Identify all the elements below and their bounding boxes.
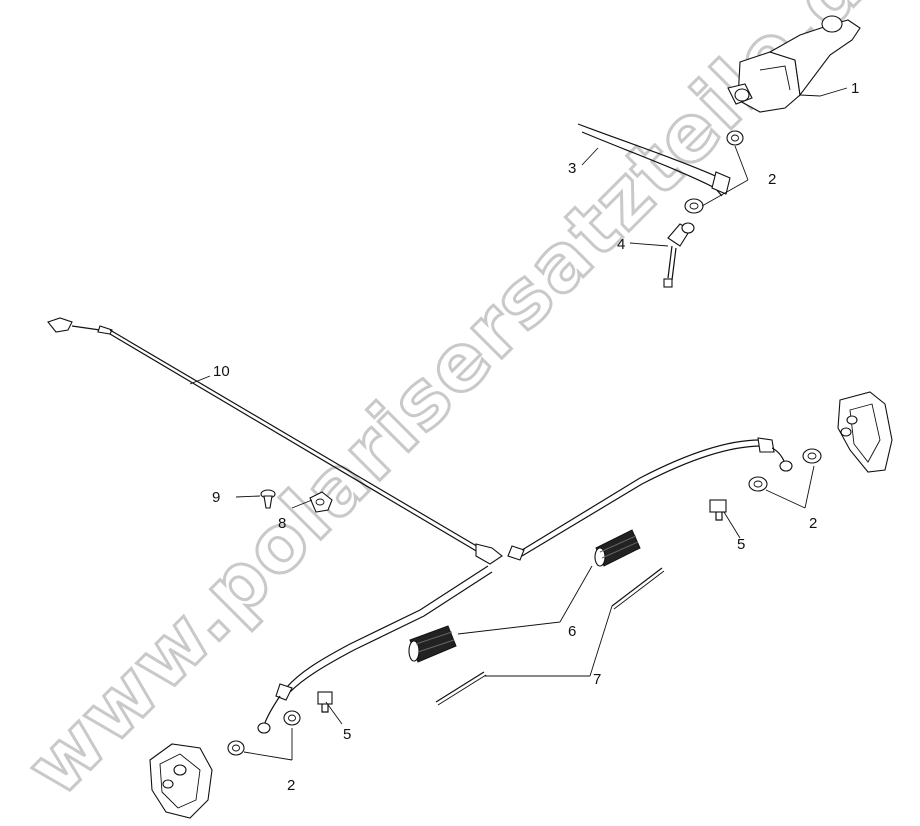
callout-2-left: 2 [287, 777, 295, 794]
callout-4: 4 [617, 236, 625, 253]
callout-1: 1 [851, 80, 859, 97]
pin-2 [435, 671, 485, 703]
bolt-right [709, 499, 727, 521]
callout-7: 7 [593, 671, 601, 688]
watermark: www.polarisersatzteile.de [10, 0, 920, 813]
brake-pad-1 [594, 529, 641, 567]
tee-fitting [475, 543, 503, 565]
washer-left-1 [283, 710, 301, 726]
callout-3: 3 [568, 160, 576, 177]
leader-lines [189, 87, 848, 761]
left-caliper [149, 743, 213, 819]
clip [309, 491, 333, 513]
callout-2-top: 2 [768, 171, 776, 188]
callout-6: 6 [568, 623, 576, 640]
callout-5-right: 5 [737, 536, 745, 553]
upper-brake-hose [577, 123, 731, 197]
washer-right-1 [802, 448, 822, 464]
washer-left-2 [227, 740, 245, 756]
washer-top-1 [726, 130, 744, 146]
callout-5-left: 5 [343, 726, 351, 743]
push-fastener [260, 489, 276, 509]
callout-2-right: 2 [809, 515, 817, 532]
callout-10: 10 [213, 363, 230, 380]
pin-1 [611, 567, 663, 607]
callout-9: 9 [212, 489, 220, 506]
brake-pad-2 [408, 625, 457, 663]
long-brake-line [47, 317, 481, 553]
master-cylinder-lever [727, 15, 861, 113]
bolt-left [317, 691, 333, 713]
right-brake-line [521, 439, 761, 551]
left-brake-line [285, 565, 489, 689]
banjo-fitting [663, 222, 695, 288]
washer-right-2 [748, 476, 768, 492]
washer-top-2 [684, 198, 704, 214]
right-caliper [837, 391, 893, 473]
callout-8: 8 [278, 515, 286, 532]
